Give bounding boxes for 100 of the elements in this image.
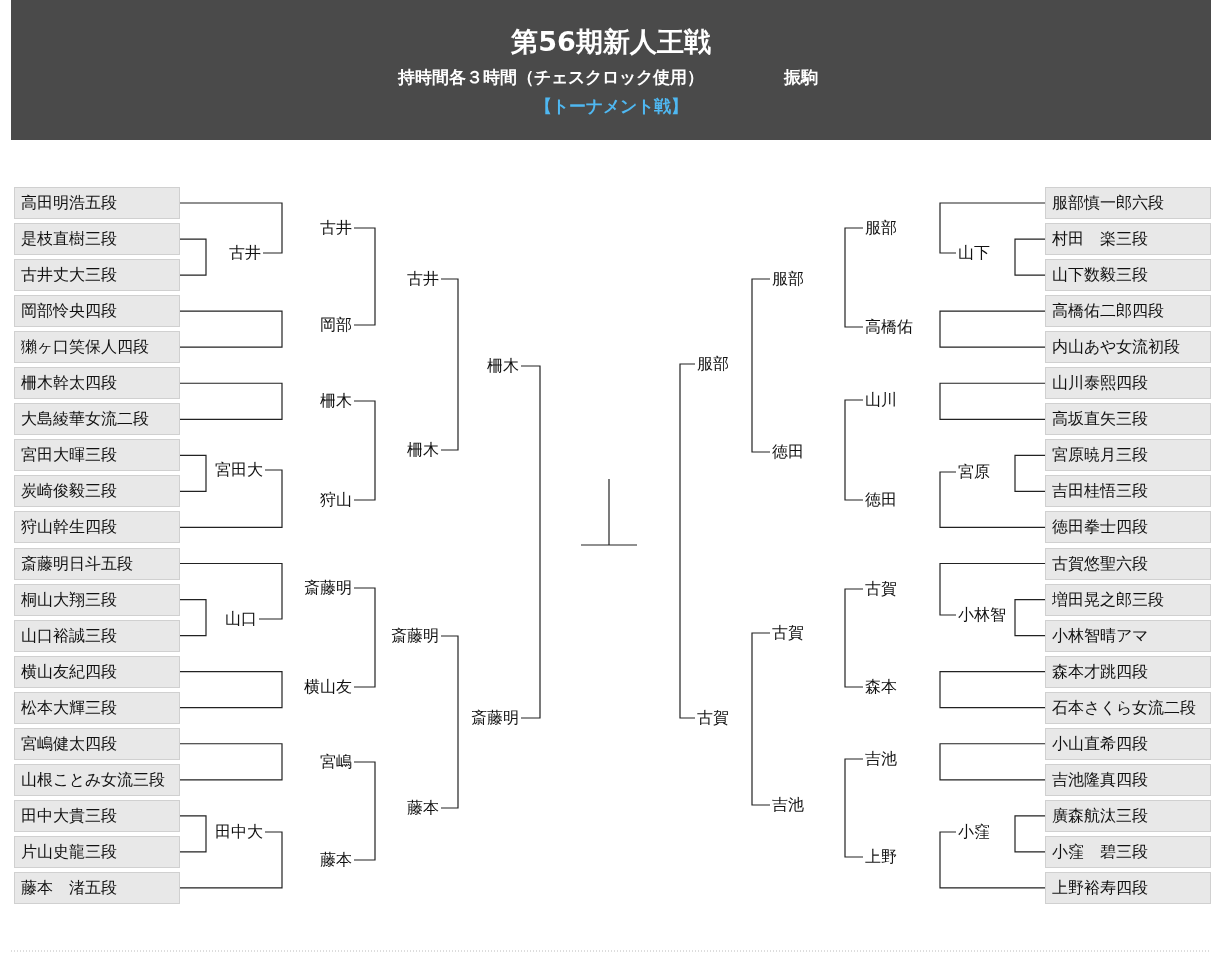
- winner-name: 高橋佑: [863, 317, 915, 337]
- bracket-line: [844, 758, 864, 858]
- bracket-line: [179, 202, 283, 254]
- bracket-line: [939, 310, 1046, 348]
- player-name-box: 大島綾華女流二段: [14, 403, 180, 436]
- bracket-line: [939, 471, 1046, 529]
- player-name-box: 石本さくら女流二段: [1045, 691, 1211, 724]
- bracket-line: [179, 743, 283, 781]
- player-name-box: 狩山幹生四段: [14, 511, 180, 544]
- bracket-line: [751, 632, 771, 806]
- player-name-box: 古賀悠聖六段: [1045, 547, 1211, 580]
- winner-name: 柵木: [485, 356, 521, 376]
- bracket-line: [179, 310, 283, 348]
- player-name-box: 小窪 碧三段: [1045, 835, 1211, 868]
- note-text: 持時間各３時間（チェスクロック使用）: [398, 66, 704, 89]
- player-name-box: 宮田大暉三段: [14, 439, 180, 472]
- bracket-line: [1014, 238, 1046, 276]
- winner-name: 森本: [863, 677, 899, 697]
- winner-name: 服部: [770, 269, 806, 289]
- bracket-line: [939, 831, 1046, 889]
- bracket-line: [751, 278, 771, 453]
- bracket-line: [353, 400, 376, 501]
- player-name-box: 炭崎俊毅三段: [14, 475, 180, 508]
- player-name-box: 山川泰熙四段: [1045, 367, 1211, 400]
- player-name-box: 横山友紀四段: [14, 655, 180, 688]
- subheading: 【トーナメント戦】: [534, 95, 688, 118]
- player-name-box: 増田晃之郎三段: [1045, 583, 1211, 616]
- player-name-box: 宮嶋健太四段: [14, 727, 180, 760]
- winner-name: 小窪: [956, 822, 992, 842]
- player-name-box: 柵木幹太四段: [14, 367, 180, 400]
- winner-name: 藤本: [318, 850, 354, 870]
- winner-name: 古賀: [863, 579, 899, 599]
- bracket-line: [179, 238, 207, 276]
- player-name-box: 高坂直矢三段: [1045, 403, 1211, 436]
- bracket-line: [179, 454, 207, 492]
- winner-name: 上野: [863, 847, 899, 867]
- bracket-line: [353, 587, 376, 688]
- winner-name: 服部: [695, 354, 731, 374]
- player-name-box: 是枝直樹三段: [14, 223, 180, 256]
- winner-name: 山下: [956, 243, 992, 263]
- winner-name: 山川: [863, 390, 899, 410]
- bracket-line: [440, 278, 459, 451]
- winner-name: 徳田: [770, 442, 806, 462]
- note-text: 振駒: [784, 66, 818, 89]
- winner-name: 斎藤明: [469, 708, 521, 728]
- player-name-box: 上野裕寿四段: [1045, 871, 1211, 904]
- player-name-box: 山口裕誠三段: [14, 619, 180, 652]
- player-name-box: 森本才跳四段: [1045, 655, 1211, 688]
- player-name-box: 田中大貴三段: [14, 799, 180, 832]
- winner-name: 宮田大: [213, 460, 265, 480]
- winner-name: 古井: [227, 243, 263, 263]
- bracket-line: [179, 598, 207, 637]
- winner-name: 吉池: [770, 795, 806, 815]
- bracket-line: [939, 382, 1046, 420]
- winner-name: 服部: [863, 218, 899, 238]
- bracket-line: [939, 743, 1046, 781]
- bracket-line: [179, 562, 283, 620]
- player-name-box: 山根ことみ女流三段: [14, 763, 180, 796]
- winner-name: 斎藤明: [302, 578, 354, 598]
- title: 第56期新人王戦: [511, 25, 711, 59]
- bracket-line: [1014, 454, 1046, 492]
- winner-name: 吉池: [863, 749, 899, 769]
- player-name-box: 宮原暁月三段: [1045, 439, 1211, 472]
- bracket-line: [353, 761, 376, 861]
- bracket-line: [179, 469, 283, 529]
- bracket-line: [353, 227, 376, 326]
- bracket-line: [440, 635, 459, 809]
- player-name-box: 徳田拳士四段: [1045, 511, 1211, 544]
- winner-name: 岡部: [318, 315, 354, 335]
- winner-name: 斎藤明: [389, 626, 441, 646]
- bracket-line: [939, 671, 1046, 709]
- winner-name: 山口: [223, 609, 259, 629]
- player-name-box: 小林智晴アマ: [1045, 619, 1211, 652]
- player-name-box: 吉池隆真四段: [1045, 763, 1211, 796]
- bracket-line: [679, 363, 696, 719]
- bracket-line: [179, 382, 283, 420]
- winner-name: 古賀: [770, 623, 806, 643]
- winner-name: 田中大: [213, 822, 265, 842]
- player-name-box: 斎藤明日斗五段: [14, 547, 180, 580]
- bracket-line: [844, 588, 864, 688]
- player-name-box: 桐山大翔三段: [14, 583, 180, 616]
- winner-name: 徳田: [863, 490, 899, 510]
- player-name-box: 高橋佑二郎四段: [1045, 295, 1211, 328]
- bracket-line: [520, 365, 541, 719]
- winner-name: 横山友: [302, 677, 354, 697]
- player-name-box: 獺ヶ口笑保人四段: [14, 331, 180, 364]
- player-name-box: 小山直希四段: [1045, 727, 1211, 760]
- bracket-line: [939, 562, 1046, 616]
- winner-name: 狩山: [318, 490, 354, 510]
- bracket-line: [844, 227, 864, 328]
- bracket-line: [179, 815, 207, 853]
- bracket-line: [1014, 815, 1046, 853]
- winner-name: 古賀: [695, 708, 731, 728]
- bracket-line: [179, 831, 283, 889]
- player-name-box: 服部慎一郎六段: [1045, 187, 1211, 219]
- winner-name: 小林智: [956, 605, 1008, 625]
- player-name-box: 岡部怜央四段: [14, 295, 180, 328]
- player-name-box: 廣森航汰三段: [1045, 799, 1211, 832]
- player-name-box: 片山史龍三段: [14, 835, 180, 868]
- player-name-box: 村田 楽三段: [1045, 223, 1211, 256]
